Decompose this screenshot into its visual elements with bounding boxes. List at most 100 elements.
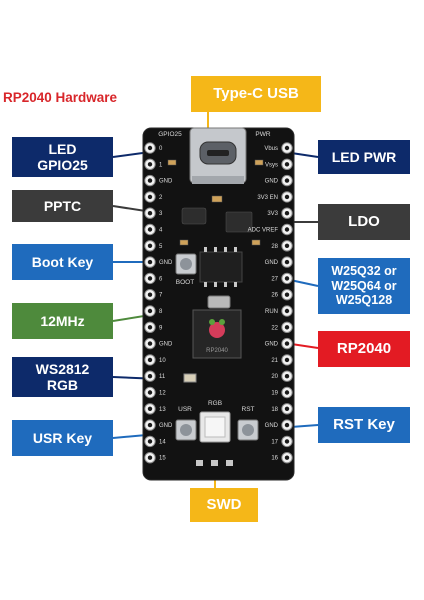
pin-label-left: GND bbox=[159, 260, 173, 266]
pin-label-right: 3V3 EN bbox=[257, 195, 278, 201]
silk-gpio25: GPIO25 bbox=[158, 131, 182, 138]
pin-label-left: GND bbox=[159, 179, 173, 185]
pin-label-right: GND bbox=[265, 342, 279, 348]
pin-label-right: 20 bbox=[271, 374, 278, 380]
pin-drill bbox=[147, 194, 153, 200]
label-swd: SWD bbox=[190, 488, 258, 522]
pin-label-left: 1 bbox=[159, 162, 163, 168]
pin-label-left: 12 bbox=[159, 391, 166, 397]
pin-drill bbox=[147, 341, 153, 346]
pin-label-left: 8 bbox=[159, 309, 163, 315]
pin-label-right: Vbus bbox=[264, 146, 278, 152]
usb-c-connector bbox=[189, 127, 247, 184]
pin-label-left: 7 bbox=[159, 293, 163, 299]
label-flash: W25Q32 or W25Q64 or W25Q128 bbox=[318, 258, 410, 314]
silk-pwr: PWR bbox=[255, 131, 270, 138]
rst-button bbox=[237, 419, 259, 441]
pin-drill bbox=[284, 194, 290, 200]
pin-drill bbox=[147, 292, 153, 297]
pin-drill bbox=[284, 145, 290, 151]
pin-drill bbox=[284, 211, 290, 216]
pin-drill bbox=[147, 308, 153, 314]
rgb-led-small bbox=[183, 373, 197, 383]
silk-rgb: RGB bbox=[208, 400, 222, 407]
pin-drill bbox=[284, 325, 290, 330]
pin-drill bbox=[284, 227, 290, 232]
pin-label-left: 13 bbox=[159, 407, 166, 413]
label-ws2812-rgb: WS2812 RGB bbox=[12, 357, 113, 397]
pin-drill bbox=[147, 227, 153, 232]
label-type-c: Type-C USB bbox=[191, 76, 321, 112]
pin-label-left: 11 bbox=[159, 374, 166, 380]
smd-parts bbox=[167, 159, 264, 246]
pin-drill bbox=[284, 357, 290, 363]
pin-drill bbox=[147, 439, 153, 444]
pin-drill bbox=[147, 276, 153, 281]
rp2040-chip bbox=[192, 309, 242, 359]
pin-label-left: 6 bbox=[159, 276, 163, 282]
pin-drill bbox=[147, 211, 153, 216]
pin-drill bbox=[147, 374, 153, 379]
pin-drill bbox=[147, 390, 153, 395]
pin-drill bbox=[284, 422, 290, 428]
rgb-led bbox=[199, 411, 231, 443]
pin-drill bbox=[147, 422, 153, 428]
pin-label-right: GND bbox=[265, 179, 279, 185]
pin-drill bbox=[284, 455, 290, 460]
pin-drill bbox=[284, 162, 290, 167]
diagram-title: RP2040 Hardware bbox=[3, 90, 118, 105]
pin-drill bbox=[147, 145, 153, 151]
pin-drill bbox=[147, 259, 153, 265]
pin-label-right: 18 bbox=[271, 407, 278, 413]
pin-drill bbox=[147, 178, 153, 183]
pin-drill bbox=[284, 178, 290, 183]
pin-label-right: 16 bbox=[271, 456, 278, 462]
pin-label-left: 4 bbox=[159, 228, 163, 234]
usr-button bbox=[175, 419, 197, 441]
pin-drill bbox=[284, 341, 290, 346]
pin-holes bbox=[144, 142, 293, 464]
pin-drill bbox=[284, 390, 290, 395]
pin-drill bbox=[147, 243, 153, 248]
pin-drill bbox=[284, 439, 290, 444]
pin-label-right: 22 bbox=[271, 325, 278, 331]
pin-drill bbox=[284, 243, 290, 248]
pin-label-right: GND bbox=[265, 423, 279, 429]
pin-drill bbox=[284, 406, 290, 411]
pin-label-left: 15 bbox=[159, 456, 166, 462]
boot-button bbox=[175, 253, 197, 275]
pin-drill bbox=[284, 276, 290, 281]
flash-chip bbox=[199, 247, 243, 287]
label-ldo: LDO bbox=[318, 204, 410, 240]
pin-label-right: ADC VREF bbox=[248, 228, 279, 234]
crystal-12mhz bbox=[207, 295, 231, 309]
pin-label-left: 5 bbox=[159, 244, 163, 250]
silkscreen: BOOT USR RST RGB GPIO25 PWR bbox=[158, 131, 271, 413]
pin-drill bbox=[147, 357, 153, 363]
pin-label-right: 28 bbox=[271, 244, 278, 250]
pin-label-right: 27 bbox=[271, 276, 278, 282]
pin-label-left: 9 bbox=[159, 325, 163, 331]
label-boot-key: Boot Key bbox=[12, 244, 113, 280]
pin-label-left: 0 bbox=[159, 146, 163, 152]
swd-pads bbox=[196, 460, 233, 466]
chip-silk: RP2040 bbox=[206, 348, 228, 354]
pin-label-right: GND bbox=[265, 260, 279, 266]
silk-rst: RST bbox=[242, 406, 255, 413]
pin-drill bbox=[284, 292, 290, 297]
silk-usr: USR bbox=[178, 406, 192, 413]
pin-label-left: 3 bbox=[159, 211, 163, 217]
label-led-pwr: LED PWR bbox=[318, 140, 410, 174]
pin-drill bbox=[147, 325, 153, 330]
pin-drill bbox=[284, 374, 290, 379]
pin-drill bbox=[284, 308, 290, 314]
pin-label-right: 3V3 bbox=[267, 211, 278, 217]
pin-label-left: GND bbox=[159, 423, 173, 429]
pin-label-right: 26 bbox=[271, 293, 278, 299]
pin-label-right: Vsys bbox=[265, 162, 278, 168]
label-rst-key: RST Key bbox=[318, 407, 410, 443]
pin-label-left: 14 bbox=[159, 439, 166, 445]
pin-drill bbox=[147, 406, 153, 411]
